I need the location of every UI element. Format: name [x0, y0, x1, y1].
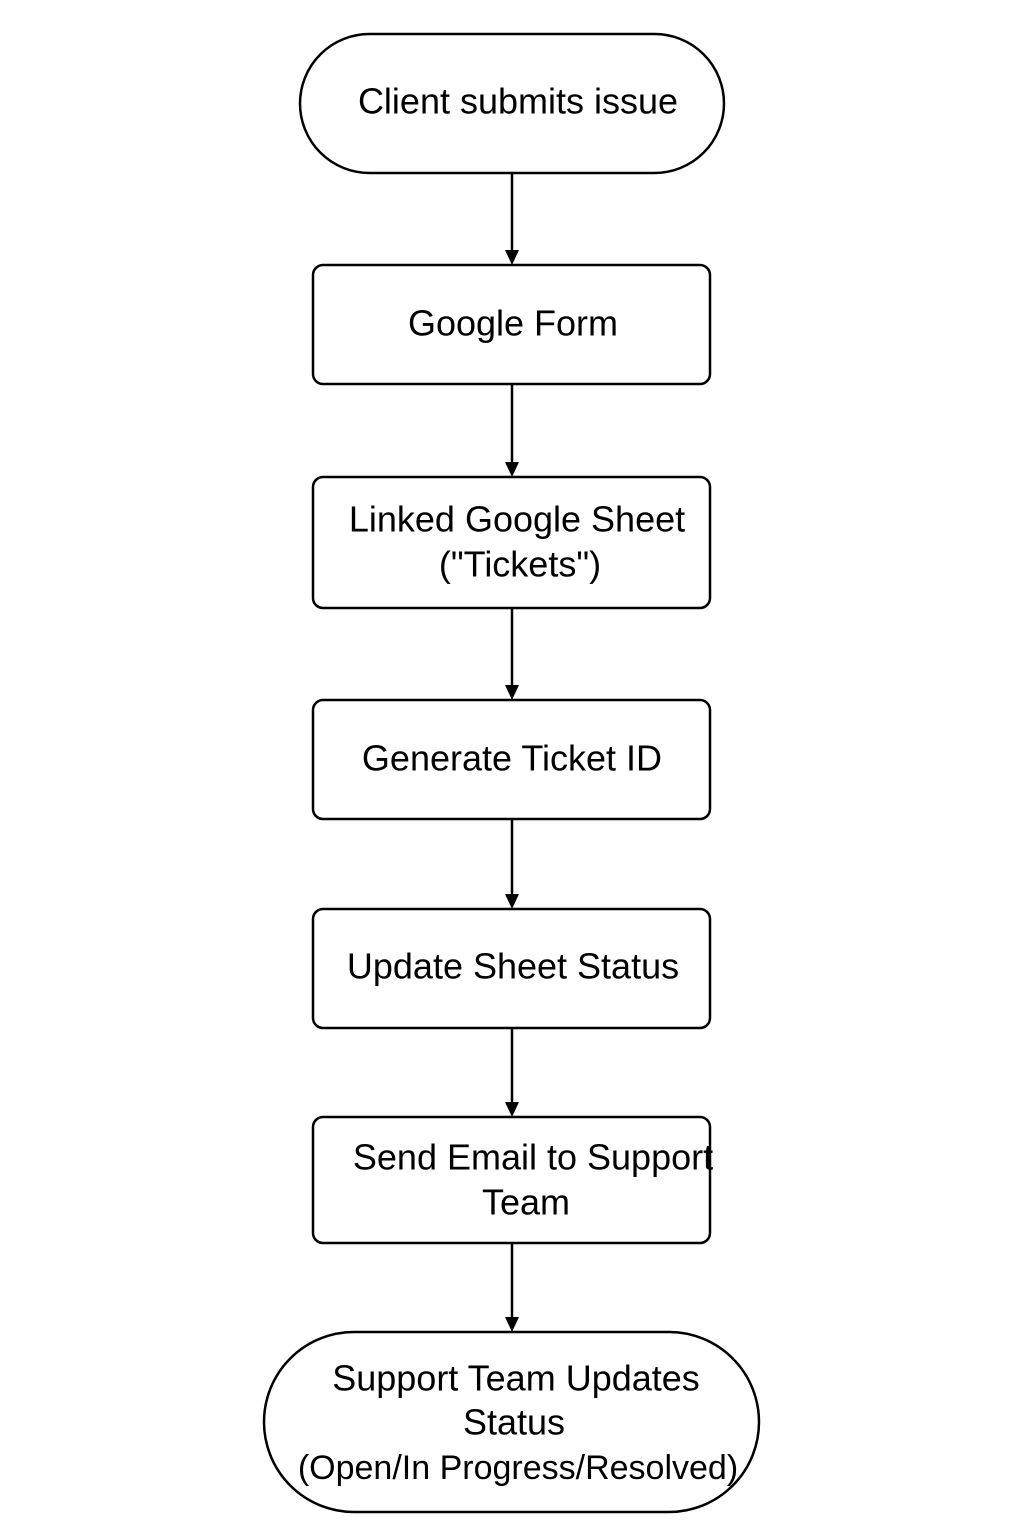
node-label: Client submits issue	[358, 81, 678, 122]
process-shape	[311, 1115, 712, 1245]
node-label-line-2: Team	[482, 1182, 570, 1223]
node-label-line-1: Send Email to Support	[353, 1137, 713, 1178]
node-send-email-to-support-team: Send Email to Support Team	[311, 1115, 713, 1245]
node-label: Google Form	[408, 303, 618, 344]
edge-client-submits-to-google-form	[505, 173, 519, 265]
arrowhead-icon	[505, 1317, 519, 1332]
node-label: Generate Ticket ID	[362, 738, 662, 779]
process-shape	[311, 698, 712, 821]
node-label: Update Sheet Status	[347, 946, 679, 987]
edge-linked-sheet-to-generate-id	[505, 608, 519, 700]
arrowhead-icon	[505, 462, 519, 477]
process-shape	[311, 475, 712, 610]
edge-google-form-to-linked-sheet	[505, 384, 519, 477]
node-google-form: Google Form	[311, 263, 712, 386]
node-generate-ticket-id: Generate Ticket ID	[311, 698, 712, 821]
terminal-shape	[262, 1330, 761, 1514]
edge-generate-id-to-update-status	[505, 819, 519, 909]
node-label-line-3: (Open/In Progress/Resolved)	[298, 1449, 738, 1487]
edge-send-email-to-support-updates	[505, 1243, 519, 1332]
arrowhead-icon	[505, 685, 519, 700]
arrowhead-icon	[505, 1102, 519, 1117]
node-update-sheet-status: Update Sheet Status	[311, 907, 712, 1030]
node-linked-google-sheet: Linked Google Sheet ("Tickets")	[311, 475, 712, 610]
node-label-line-1: Support Team Updates	[332, 1358, 700, 1399]
node-label-line-2: ("Tickets")	[439, 544, 601, 585]
arrowhead-icon	[505, 894, 519, 909]
terminal-shape	[298, 32, 726, 175]
process-shape	[311, 907, 712, 1030]
edges-layer	[505, 173, 519, 1332]
edge-update-status-to-send-email	[505, 1028, 519, 1117]
arrowhead-icon	[505, 250, 519, 265]
node-client-submits-issue: Client submits issue	[298, 32, 726, 175]
node-label-line-1: Linked Google Sheet	[349, 499, 685, 540]
node-label-line-2: Status	[463, 1402, 565, 1443]
process-shape	[311, 263, 712, 386]
node-support-team-updates-status: Support Team Updates Status (Open/In Pro…	[262, 1330, 761, 1514]
